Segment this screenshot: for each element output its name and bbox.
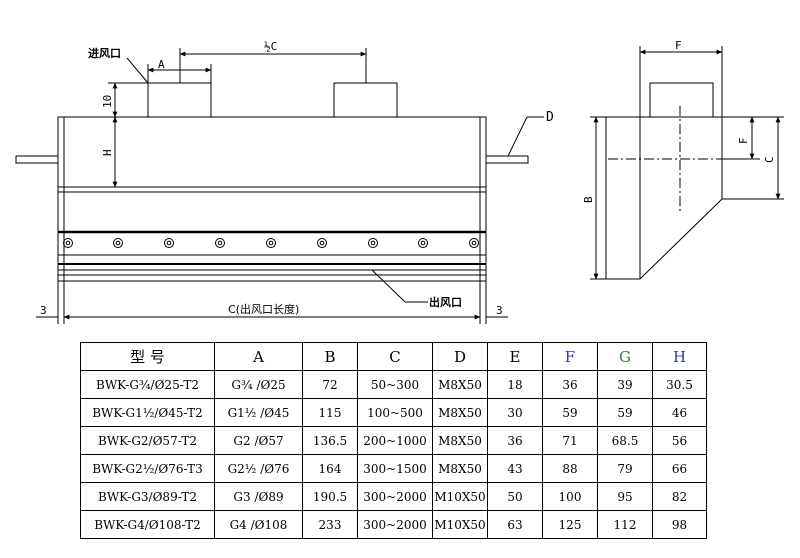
table-cell: 115: [302, 398, 358, 427]
dim-c-side-label: C: [763, 156, 776, 163]
table-cell: BWK-G3/Ø89-T2: [80, 482, 215, 511]
table-cell: 30: [487, 398, 543, 427]
dim-a-label: A: [158, 58, 165, 71]
table-cell: M8X50: [432, 454, 488, 483]
table-cell: M8X50: [432, 398, 488, 427]
table-cell: G3 /Ø89: [214, 482, 303, 511]
table-cell: 56: [652, 426, 707, 455]
table-cell: 125: [542, 510, 598, 539]
table-cell: M10X50: [432, 482, 488, 511]
table-cell: 300~2000: [357, 510, 433, 539]
table-cell: 88: [542, 454, 598, 483]
table-cell: 72: [302, 370, 358, 399]
table-cell: BWK-G1½/Ø45-T2: [80, 398, 215, 427]
table-cell: 30.5: [652, 370, 707, 399]
table-cell: BWK-G2/Ø57-T2: [80, 426, 215, 455]
inlet-label: 进风口: [88, 46, 121, 60]
table-cell: BWK-G¾/Ø25-T2: [80, 370, 215, 399]
table-cell: G2½ /Ø76: [214, 454, 303, 483]
table-cell: 59: [597, 398, 653, 427]
dim-three-right: 3: [496, 304, 503, 317]
table-cell: 190.5: [302, 482, 358, 511]
table-cell: 112: [597, 510, 653, 539]
side-view-body: [595, 116, 723, 280]
nozzle-holes: [63, 238, 479, 248]
dim-ten-label: 10: [101, 95, 114, 108]
spec-header-row: 型 号 A B C D E F G H: [80, 342, 707, 371]
table-cell: 98: [652, 510, 707, 539]
table-cell: 39: [597, 370, 653, 399]
inlet-pipe-right: [333, 82, 398, 118]
side-inlet: [649, 82, 714, 118]
table-cell: BWK-G2½/Ø76-T3: [80, 454, 215, 483]
dim-d-label: D: [546, 110, 554, 125]
table-cell: 36: [487, 426, 543, 455]
header-e: E: [487, 342, 543, 371]
table-cell: 71: [542, 426, 598, 455]
table-cell: 50: [487, 482, 543, 511]
table-cell: G¾ /Ø25: [214, 370, 303, 399]
table-cell: 233: [302, 510, 358, 539]
header-b: B: [302, 342, 358, 371]
header-c: C: [357, 342, 433, 371]
outlet-label: 出风口: [429, 295, 462, 309]
technical-drawing: 进风口 A ½C 10 H D 出风口 C(出风口长度) 3 3 F F C B: [15, 39, 784, 324]
dim-half-c-label: ½C: [264, 40, 277, 53]
right-rod: [485, 155, 529, 164]
table-cell: G2 /Ø57: [214, 426, 303, 455]
table-cell: 200~1000: [357, 426, 433, 455]
dim-three-left: 3: [40, 304, 47, 317]
front-body: [57, 116, 487, 282]
table-cell: 50~300: [357, 370, 433, 399]
left-rod: [15, 155, 59, 164]
table-cell: 36: [542, 370, 598, 399]
table-cell: 66: [652, 454, 707, 483]
header-a: A: [214, 342, 303, 371]
header-model: 型 号: [80, 342, 215, 371]
table-cell: 59: [542, 398, 598, 427]
table-cell: G4 /Ø108: [214, 510, 303, 539]
table-cell: 68.5: [597, 426, 653, 455]
dim-f-top-label: F: [675, 39, 682, 52]
table-cell: 136.5: [302, 426, 358, 455]
table-cell: 100~500: [357, 398, 433, 427]
table-cell: M10X50: [432, 510, 488, 539]
header-d: D: [432, 342, 488, 371]
table-cell: BWK-G4/Ø108-T2: [80, 510, 215, 539]
table-cell: 79: [597, 454, 653, 483]
table-cell: 164: [302, 454, 358, 483]
table-cell: 300~1500: [357, 454, 433, 483]
dim-c-length-label: C(出风口长度): [228, 302, 299, 316]
table-cell: G1½ /Ø45: [214, 398, 303, 427]
dim-f-side-label: F: [737, 137, 750, 144]
table-cell: 100: [542, 482, 598, 511]
table-cell: M8X50: [432, 370, 488, 399]
table-cell: 18: [487, 370, 543, 399]
dim-h-label: H: [101, 149, 114, 156]
table-cell: 46: [652, 398, 707, 427]
table-cell: 43: [487, 454, 543, 483]
table-cell: 95: [597, 482, 653, 511]
header-f: F: [542, 342, 598, 371]
dim-b-label: B: [582, 196, 595, 203]
header-g: G: [597, 342, 653, 371]
header-h: H: [652, 342, 707, 371]
table-cell: M8X50: [432, 426, 488, 455]
table-cell: 82: [652, 482, 707, 511]
inlet-pipe-left: [147, 82, 212, 118]
table-cell: 63: [487, 510, 543, 539]
table-cell: 300~2000: [357, 482, 433, 511]
